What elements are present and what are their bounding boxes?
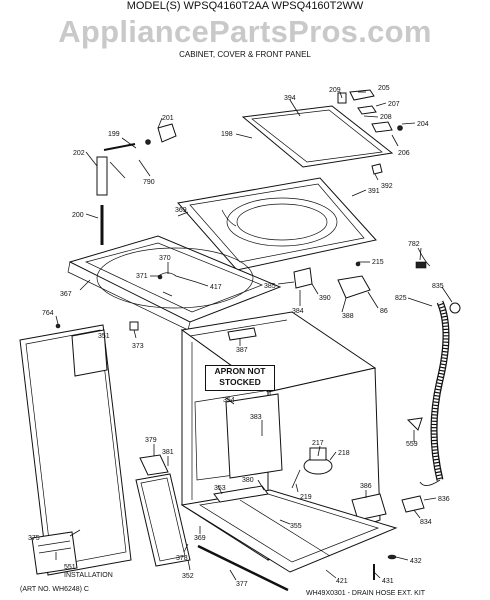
callout-labels: 394 209 205 207 208 204 206 198 201 199 … <box>28 85 450 588</box>
model-title: MODEL(S) WPSQ4160T2AA WPSQ4160T2WW <box>126 0 364 12</box>
callout-371: 371 <box>136 273 148 280</box>
callout-373: 373 <box>132 343 144 350</box>
callout-379: 379 <box>145 437 157 444</box>
callout-431: 431 <box>382 578 394 585</box>
ball-joint-part <box>145 123 177 145</box>
callout-764: 764 <box>42 310 54 317</box>
base-frame-part <box>67 235 282 331</box>
callout-369-bottom: 369 <box>194 535 206 542</box>
hose-clamp-part <box>449 302 461 314</box>
callout-219: 219 <box>300 494 312 501</box>
callout-377: 377 <box>236 581 248 588</box>
art-number: (ART NO. WH6248) C <box>20 586 89 593</box>
clip-392-part <box>371 163 383 175</box>
callout-381: 381 <box>162 449 174 456</box>
callout-370: 370 <box>159 255 171 262</box>
callout-421: 421 <box>336 578 348 585</box>
callout-835: 835 <box>432 283 444 290</box>
callout-790: 790 <box>143 179 155 186</box>
installation-label: INSTALLATION <box>64 572 113 579</box>
callout-385: 385 <box>264 283 276 290</box>
screw-432-part <box>387 554 397 560</box>
callout-834: 834 <box>420 519 432 526</box>
callout-354: 354 <box>223 397 235 404</box>
installation-sheet-part <box>31 531 78 575</box>
callout-380: 380 <box>242 477 254 484</box>
apron-not-stocked-note: APRON NOT STOCKED <box>205 365 275 391</box>
bracket-379-part <box>139 454 169 476</box>
drain-hose-kit-label: WH49X0301 - DRAIN HOSE EXT. KIT <box>306 590 426 597</box>
callout-355: 355 <box>290 523 302 530</box>
callout-391: 391 <box>368 188 380 195</box>
callout-198: 198 <box>221 131 233 138</box>
callout-353: 353 <box>214 485 226 492</box>
callout-352: 352 <box>182 573 194 580</box>
drain-hose-part <box>419 300 450 486</box>
callout-209: 209 <box>329 87 341 94</box>
bracket-385-part <box>293 267 313 289</box>
apron-panel-part <box>225 393 283 479</box>
callout-383: 383 <box>250 414 262 421</box>
callout-217: 217 <box>312 440 324 447</box>
callout-199: 199 <box>108 131 120 138</box>
bracket-387-part <box>227 327 257 341</box>
callout-351: 351 <box>98 333 110 340</box>
callout-86: 86 <box>380 308 388 315</box>
callout-204: 204 <box>417 121 429 128</box>
front-panel-part <box>19 324 132 576</box>
callout-559: 559 <box>406 441 418 448</box>
hose-end-part <box>401 495 425 513</box>
connector-782-part <box>415 247 431 269</box>
clip-559-part <box>406 417 423 431</box>
callout-384: 384 <box>292 308 304 315</box>
callout-836: 836 <box>438 496 450 503</box>
callout-551: 551 <box>64 564 76 571</box>
rod-377-part <box>197 544 289 592</box>
callout-392: 392 <box>381 183 393 190</box>
cabinet-top-part <box>177 177 377 271</box>
bracket-370-part <box>157 272 197 297</box>
callout-390: 390 <box>319 295 331 302</box>
callout-208: 208 <box>380 114 392 121</box>
note-line-1: APRON NOT <box>214 366 266 376</box>
screw-764-part <box>55 323 61 329</box>
note-line-2: STOCKED <box>219 377 261 387</box>
bracket-386-part <box>351 493 387 521</box>
callout-825: 825 <box>395 295 407 302</box>
callout-394: 394 <box>284 95 296 102</box>
bracket-388-part <box>337 261 371 299</box>
callout-417: 417 <box>210 284 222 291</box>
callout-206: 206 <box>398 150 410 157</box>
rail-353-part <box>213 485 269 503</box>
callout-205: 205 <box>378 85 390 92</box>
callout-387: 387 <box>236 347 248 354</box>
callout-200: 200 <box>72 212 84 219</box>
clip-373-part <box>129 321 139 331</box>
callout-207: 207 <box>388 101 400 108</box>
valve-part <box>291 447 333 489</box>
callout-367: 367 <box>60 291 72 298</box>
cover-lid-part <box>241 105 394 168</box>
callout-375: 375 <box>28 535 40 542</box>
leader-lines <box>55 91 453 581</box>
brace-rod-part <box>96 143 136 245</box>
kick-plate-part <box>135 473 191 567</box>
callout-782: 782 <box>408 241 420 248</box>
callout-378: 378 <box>176 555 188 562</box>
callout-432: 432 <box>410 558 422 565</box>
watermark-text: AppliancePartsPros.com <box>58 14 432 49</box>
callout-369-top: 369 <box>175 207 187 214</box>
callout-202: 202 <box>73 150 85 157</box>
diagram-subtitle: CABINET, COVER & FRONT PANEL <box>179 50 311 59</box>
callout-388: 388 <box>342 313 354 320</box>
callout-215: 215 <box>372 259 384 266</box>
callout-218: 218 <box>338 450 350 457</box>
callout-386: 386 <box>360 483 372 490</box>
callout-201: 201 <box>162 115 174 122</box>
